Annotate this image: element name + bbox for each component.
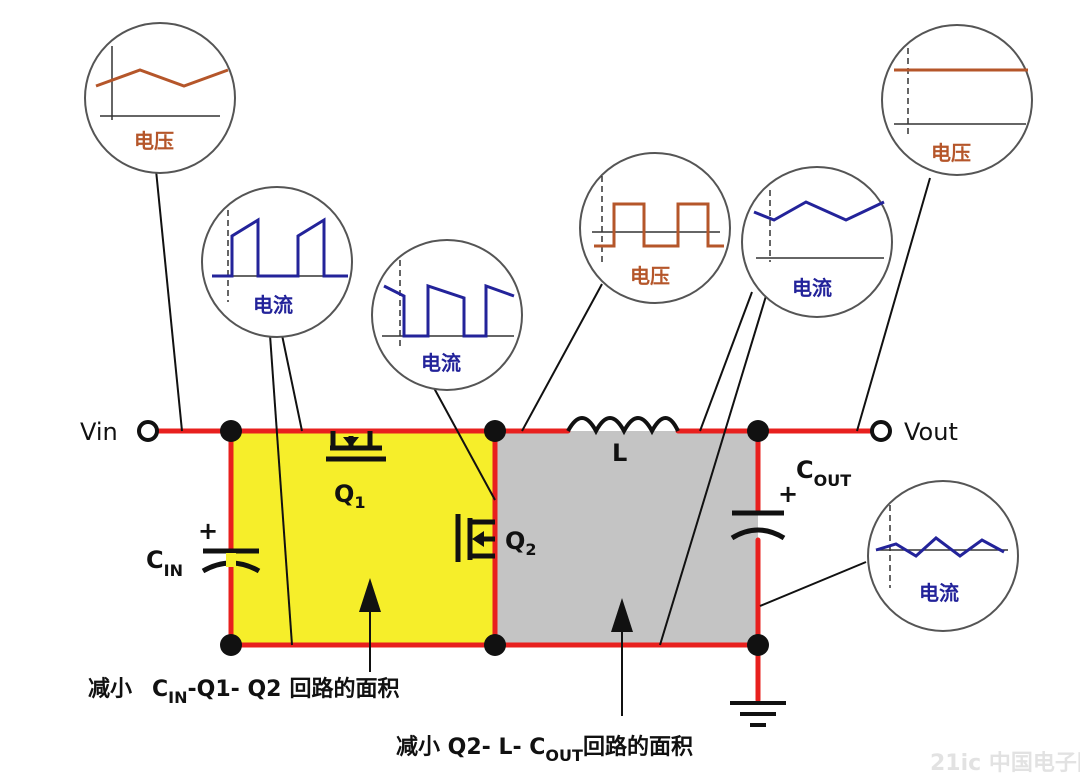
loop2-arrow xyxy=(611,598,633,632)
callout-switch-voltage: 电压 xyxy=(579,152,731,304)
q2-arrow xyxy=(472,531,484,547)
vout-label: Vout xyxy=(904,418,958,446)
watermark: 21ic 中国电子网 xyxy=(930,751,1080,776)
junction-nodes xyxy=(220,420,769,656)
callout-vin-voltage-label: 电压 xyxy=(134,129,174,153)
inductor-label: L xyxy=(612,439,627,467)
leader-lines xyxy=(155,169,931,716)
vin-terminal xyxy=(137,420,159,442)
inductor xyxy=(566,416,680,436)
cin-plus: + xyxy=(198,517,218,545)
callout-q2-current-label: 电流 xyxy=(421,351,461,375)
ground-symbol xyxy=(730,701,786,727)
loop1-arrow xyxy=(359,578,381,612)
cin-wire-gap xyxy=(226,553,236,567)
vout-terminal xyxy=(870,420,892,442)
callout-cout-current-label: 电流 xyxy=(919,581,959,605)
callout-cin-current: 电流 xyxy=(201,186,353,338)
callout-cout-current: 电流 xyxy=(867,480,1019,632)
q1-arrow xyxy=(343,437,359,447)
cout-label: COUT xyxy=(796,456,851,490)
callout-vout-voltage: 电压 xyxy=(881,24,1033,176)
callout-vout-voltage-label: 电压 xyxy=(931,141,971,165)
cout-capacitor xyxy=(730,510,786,541)
cout-plus: + xyxy=(778,480,798,508)
cin-label: CIN xyxy=(146,546,183,580)
q2-label: Q2 xyxy=(505,527,537,559)
callout-inductor-current-label: 电流 xyxy=(792,276,832,300)
callout-switch-voltage-label: 电压 xyxy=(630,264,670,288)
q1-label: Q1 xyxy=(334,480,366,512)
vin-label: Vin xyxy=(80,418,118,446)
callout-q2-current: 电流 xyxy=(371,239,523,391)
callout-vin-voltage: 电压 xyxy=(84,22,236,174)
q1-mosfet xyxy=(326,431,386,462)
callout-cin-current-label: 电流 xyxy=(253,293,293,317)
callout-inductor-current: 电流 xyxy=(741,166,893,318)
input-loop-region xyxy=(231,431,495,645)
loop2-annotation: 减小 Q2- L- COUT回路的面积 xyxy=(396,734,693,765)
